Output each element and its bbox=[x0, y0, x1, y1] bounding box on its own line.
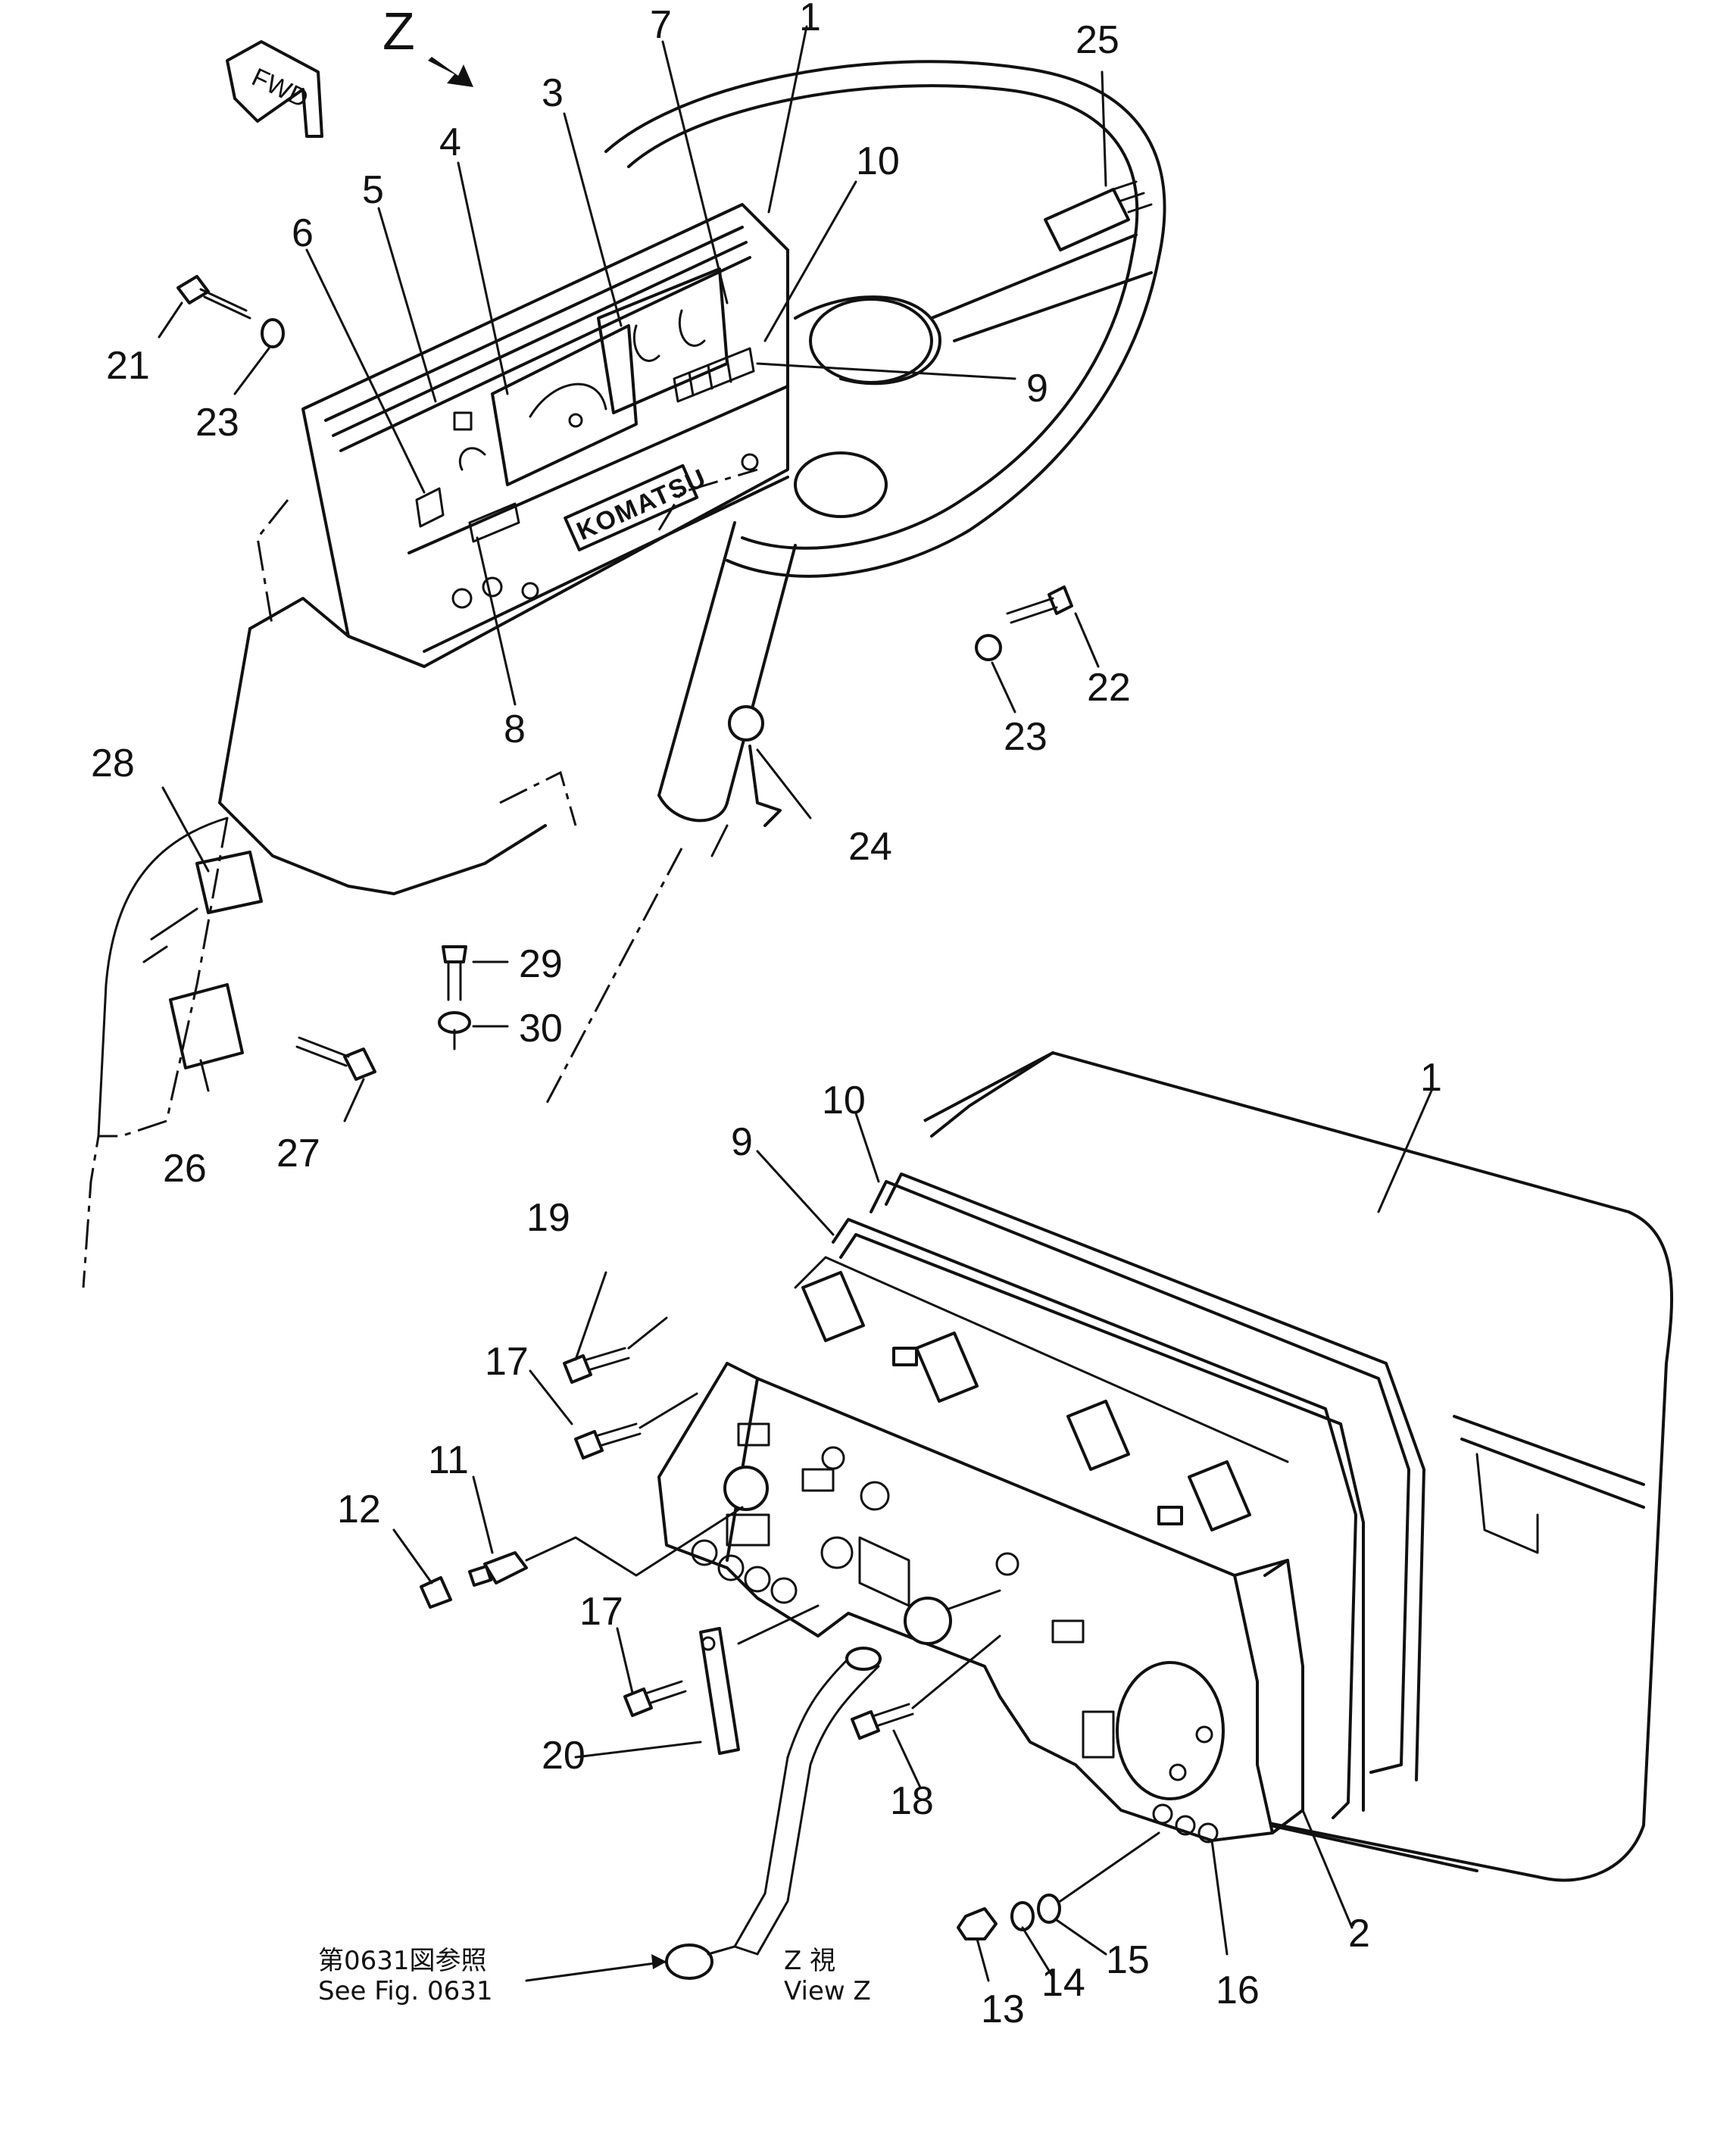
callout-number: 17 bbox=[485, 1340, 529, 1384]
callout-number: 28 bbox=[91, 741, 135, 785]
callout-number: 3 bbox=[542, 71, 564, 115]
callout-number: 13 bbox=[981, 1987, 1025, 2031]
callout-number: 23 bbox=[195, 401, 239, 445]
callout-number: 30 bbox=[519, 1007, 563, 1051]
reference-note-en: See Fig. 0631 bbox=[318, 1976, 492, 2006]
callout-number: 20 bbox=[542, 1734, 585, 1778]
callout-number: 27 bbox=[276, 1132, 320, 1175]
callout-number: 11 bbox=[428, 1438, 469, 1482]
fwd-arrow-icon: FWD bbox=[226, 40, 323, 138]
callout-number: 7 bbox=[650, 3, 672, 47]
callout-number: 16 bbox=[1216, 1968, 1260, 2012]
callout-number: 23 bbox=[1004, 715, 1048, 759]
callout-number: 24 bbox=[848, 825, 892, 869]
callout-number: 29 bbox=[519, 942, 563, 986]
callout-number: 17 bbox=[579, 1590, 623, 1634]
view-marker-letter: Z bbox=[382, 2, 415, 61]
callout-number: 25 bbox=[1076, 18, 1119, 62]
callout-number: 4 bbox=[439, 120, 461, 164]
callout-number: 2 bbox=[1348, 1912, 1370, 1956]
view-caption: Z 視 View Z bbox=[784, 1946, 871, 2006]
callout-number: 12 bbox=[337, 1488, 381, 1531]
callout-number: 1 bbox=[799, 0, 821, 39]
callout-number: 6 bbox=[292, 211, 314, 255]
callout-number: 1 bbox=[1420, 1056, 1442, 1100]
callout-number: 10 bbox=[856, 139, 900, 183]
callout-number: 10 bbox=[822, 1079, 866, 1122]
callout-number: 22 bbox=[1087, 666, 1131, 710]
callout-number: 14 bbox=[1041, 1961, 1085, 2005]
callout-number: 18 bbox=[890, 1779, 934, 1823]
reference-note-jp: 第0631図参照 bbox=[318, 1946, 487, 1976]
upper-dashboard-illustration: KOMATSU bbox=[82, 25, 1166, 1288]
callout-number: 9 bbox=[1026, 367, 1048, 411]
reference-note: 第0631図参照 See Fig. 0631 bbox=[318, 1946, 492, 2006]
callout-number: 9 bbox=[731, 1120, 753, 1164]
callout-number: 8 bbox=[504, 707, 526, 751]
lower-cluster-illustration bbox=[392, 1051, 1674, 1982]
callout-number: 26 bbox=[163, 1147, 207, 1191]
callout-number: 15 bbox=[1106, 1938, 1150, 1982]
view-z-marker: Z bbox=[382, 2, 473, 87]
callout-number: 5 bbox=[362, 168, 384, 212]
view-direction-arrow-icon bbox=[428, 57, 473, 87]
view-caption-en: View Z bbox=[784, 1976, 871, 2006]
view-caption-jp: Z 視 bbox=[784, 1946, 835, 1976]
callout-number: 19 bbox=[526, 1196, 570, 1240]
callout-number: 21 bbox=[106, 344, 150, 388]
upper-callouts: 1 3 4 5 6 7 8 9 10 21 22 23 23 24 25 26 … bbox=[91, 0, 1131, 1191]
lower-callouts: 1 2 9 10 11 12 13 14 15 16 17 17 18 19 2… bbox=[337, 1056, 1442, 2031]
